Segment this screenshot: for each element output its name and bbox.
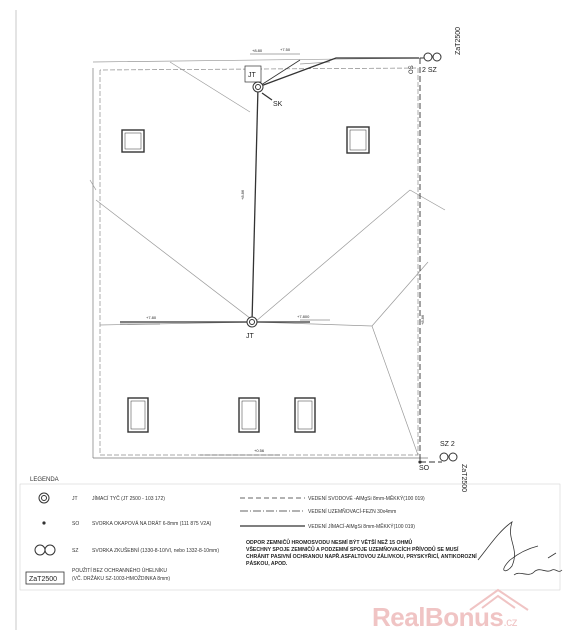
note-line: CHRÁNIT PASIVNÍ OCHRANOU NAPŘ.ASFALTOVOU… bbox=[246, 554, 477, 560]
watermark: RealBonus.cz bbox=[372, 602, 518, 633]
watermark-bonus: Bonus bbox=[424, 602, 504, 632]
legend-so-dot-icon bbox=[42, 521, 46, 525]
note-line: VŠECHNY SPOJE ZEMNIČŮ A PODZEMNÍ SPOJE U… bbox=[246, 547, 459, 553]
legend-sz-text: SVORKA ZKUŠEBNÍ (1330-8-10/VI, nebo 1332… bbox=[92, 547, 219, 554]
jt-top-label: JT bbox=[248, 72, 257, 79]
legend-jt-icon bbox=[38, 492, 50, 504]
legend-jt-code: JT bbox=[72, 496, 78, 502]
sz-top-label: 2 SZ bbox=[422, 67, 438, 74]
watermark-real: Real bbox=[372, 602, 425, 632]
jt-top-icon bbox=[252, 81, 264, 93]
sz-bottom-label: SZ 2 bbox=[440, 441, 455, 448]
zat-top-label: ZaT2500 bbox=[455, 27, 462, 55]
so-label: SO bbox=[419, 465, 430, 472]
note-line: ODPOR ZEMNIČŮ HROMOSVODU NESMÍ BÝT VĚTŠÍ… bbox=[246, 540, 413, 546]
window-bottom-3 bbox=[294, 397, 316, 433]
legend-zat-box bbox=[25, 571, 65, 585]
dim-right-mid: +7.800 bbox=[297, 314, 310, 319]
window-top-right bbox=[346, 126, 370, 154]
legend-line-dashed-text: VEDENÍ SVODOVÉ -AlMgSi 8mm-MĚKKÝ(100 019… bbox=[308, 494, 425, 502]
dim-bottom: +0.56 bbox=[254, 448, 265, 453]
air-termination-conductor bbox=[120, 57, 419, 323]
jt-center-icon bbox=[246, 316, 258, 328]
sz-top-icon bbox=[423, 52, 442, 62]
sk-label: SK bbox=[273, 101, 283, 108]
dim-top-b: +7.50 bbox=[280, 47, 291, 52]
dim-vert-right: +8.86 bbox=[420, 314, 425, 325]
legend-so-code: SO bbox=[72, 521, 79, 527]
os-label: OS bbox=[409, 65, 415, 74]
grounding-note: ODPOR ZEMNIČŮ HROMOSVODU NESMÍ BÝT VĚTŠÍ… bbox=[246, 540, 477, 568]
legend-frame bbox=[19, 483, 561, 591]
chimney-rod-line bbox=[257, 59, 301, 88]
down-conductor bbox=[419, 57, 442, 463]
zat-bottom-label: ZaT2500 bbox=[460, 464, 467, 492]
legend-title: LEGENDA bbox=[30, 477, 59, 483]
dim-vert-center: +8.86 bbox=[240, 189, 245, 200]
legend-sz-icon bbox=[34, 544, 56, 556]
jt-top-box bbox=[244, 65, 262, 83]
legend-sz-code: SZ bbox=[72, 548, 78, 554]
dimension-markers bbox=[120, 53, 330, 456]
window-bottom-2 bbox=[238, 397, 260, 433]
window-bottom-1 bbox=[127, 397, 149, 433]
watermark-domain: .cz bbox=[503, 615, 518, 629]
dim-top-a: +8.80 bbox=[252, 48, 263, 53]
legend-jt-text: JÍMACÍ TYČ (JT 2500 - 103 172) bbox=[92, 495, 165, 502]
jt-center-label: JT bbox=[246, 333, 255, 340]
legend-so-text: SVORKA OKAPOVÁ NA DRÁT 6-8mm (111 875 V2… bbox=[92, 520, 212, 527]
sz-bottom-icon bbox=[439, 452, 458, 462]
window-top-left bbox=[121, 129, 145, 153]
so-dot-icon bbox=[418, 460, 422, 464]
roof-windows bbox=[121, 126, 370, 433]
legend-zat-text2: (VČ. DRŽÁKU SZ-1003-HMOŽDINKA 8mm) bbox=[72, 574, 170, 582]
note-line: PÁSKOU, APOD. bbox=[246, 561, 288, 567]
legend-line-dashdot-text: VEDENÍ UZEMŇOVACÍ-FEZN 30x4mm bbox=[308, 508, 396, 515]
signature-image bbox=[477, 521, 563, 576]
legend-zat-text: POUŽITÍ BEZ OCHRANNÉHO ÚHELNÍKU bbox=[72, 566, 167, 574]
legend-line-solid-text: VEDENÍ JÍMACÍ-AlMgSi 8mm-MĚKKÝ(100 019) bbox=[308, 522, 415, 530]
dim-left-mid: +7.80 bbox=[146, 315, 157, 320]
watermark-logo-icon bbox=[469, 588, 529, 611]
legend-zat-code: ZaT2500 bbox=[29, 576, 57, 583]
